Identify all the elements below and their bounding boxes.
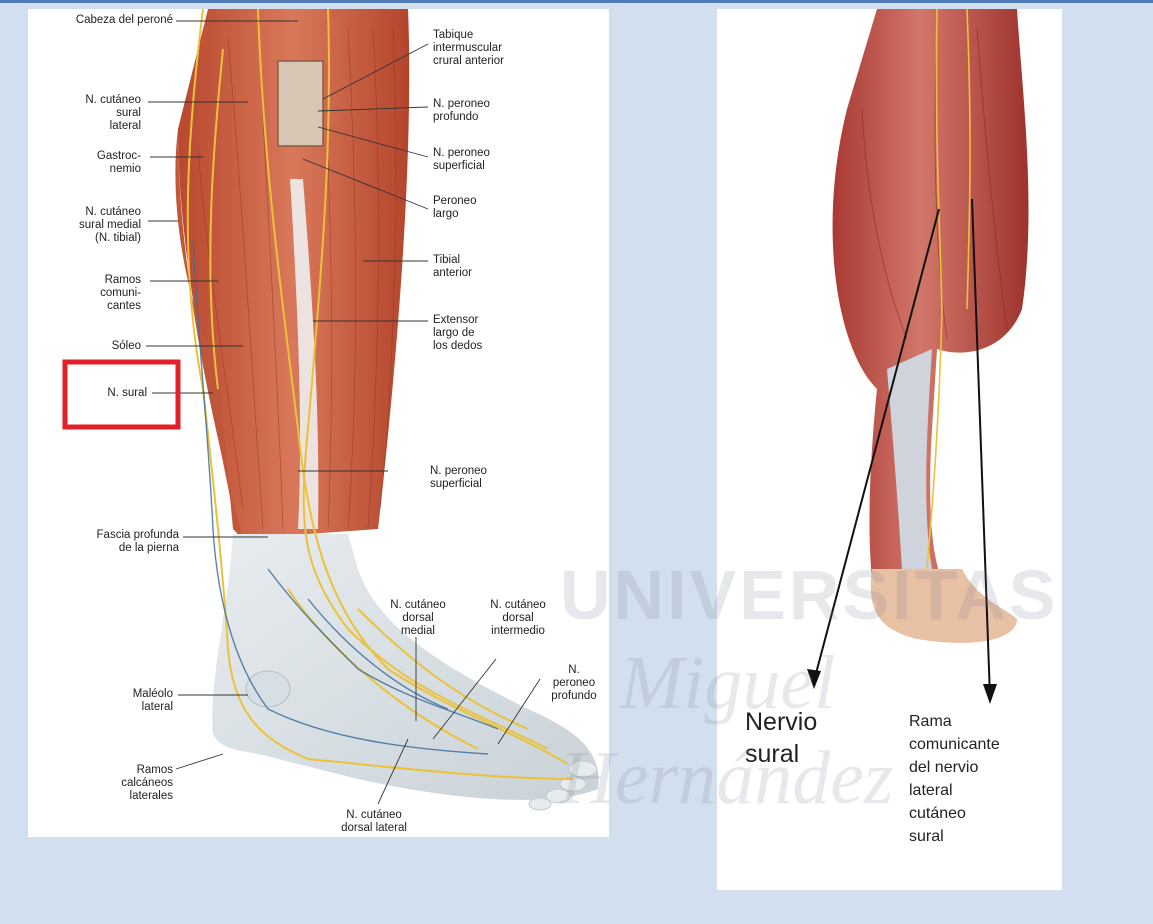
- label-ramos-comunicantes: Ramos comuni- cantes: [100, 274, 141, 313]
- label-nervio-sural: Nervio sural: [745, 706, 817, 770]
- label-peroneo-profundo-pie: N. peroneo profundo: [540, 664, 608, 703]
- label-tabique: Tabique intermuscular crural anterior: [433, 29, 504, 68]
- label-cutaneo-sural-lateral: N. cutáneo sural lateral: [85, 94, 141, 133]
- label-peroneo-profundo: N. peroneo profundo: [433, 98, 490, 124]
- top-border: [0, 0, 1153, 3]
- calf-posterior-illustration: Nervio sural Rama comunicante del nervio…: [717, 9, 1062, 890]
- label-peroneo-largo: Peroneo largo: [433, 195, 476, 221]
- leg-nerves-illustration: Cabeza del peroné N. cutáneo sural later…: [28, 9, 609, 837]
- label-cabeza-perone: Cabeza del peroné: [76, 14, 173, 27]
- label-dorsal-lateral: N. cutáneo dorsal lateral: [324, 809, 424, 835]
- label-dorsal-medial: N. cutáneo dorsal medial: [378, 599, 458, 638]
- label-peroneo-superficial: N. peroneo superficial: [433, 147, 490, 173]
- label-peroneo-superficial-2: N. peroneo superficial: [430, 465, 487, 491]
- label-dorsal-intermedio: N. cutáneo dorsal intermedio: [476, 599, 560, 638]
- label-tibial-anterior: Tibial anterior: [433, 254, 472, 280]
- label-rama-comunicante: Rama comunicante del nervio lateral cutá…: [909, 710, 1000, 848]
- label-maleolo-lateral: Maléolo lateral: [133, 688, 173, 714]
- label-ramos-calcaneos: Ramos calcáneos laterales: [121, 764, 173, 803]
- label-fascia-profunda: Fascia profunda de la pierna: [97, 529, 179, 555]
- label-extensor-largo: Extensor largo de los dedos: [433, 314, 482, 353]
- label-gastrocnemio: Gastroc- nemio: [97, 150, 141, 176]
- label-cutaneo-sural-medial: N. cutáneo sural medial (N. tibial): [79, 206, 141, 245]
- label-n-sural: N. sural: [107, 387, 147, 400]
- label-soleo: Sóleo: [112, 340, 141, 353]
- leg-anatomy-drawing: [28, 9, 609, 837]
